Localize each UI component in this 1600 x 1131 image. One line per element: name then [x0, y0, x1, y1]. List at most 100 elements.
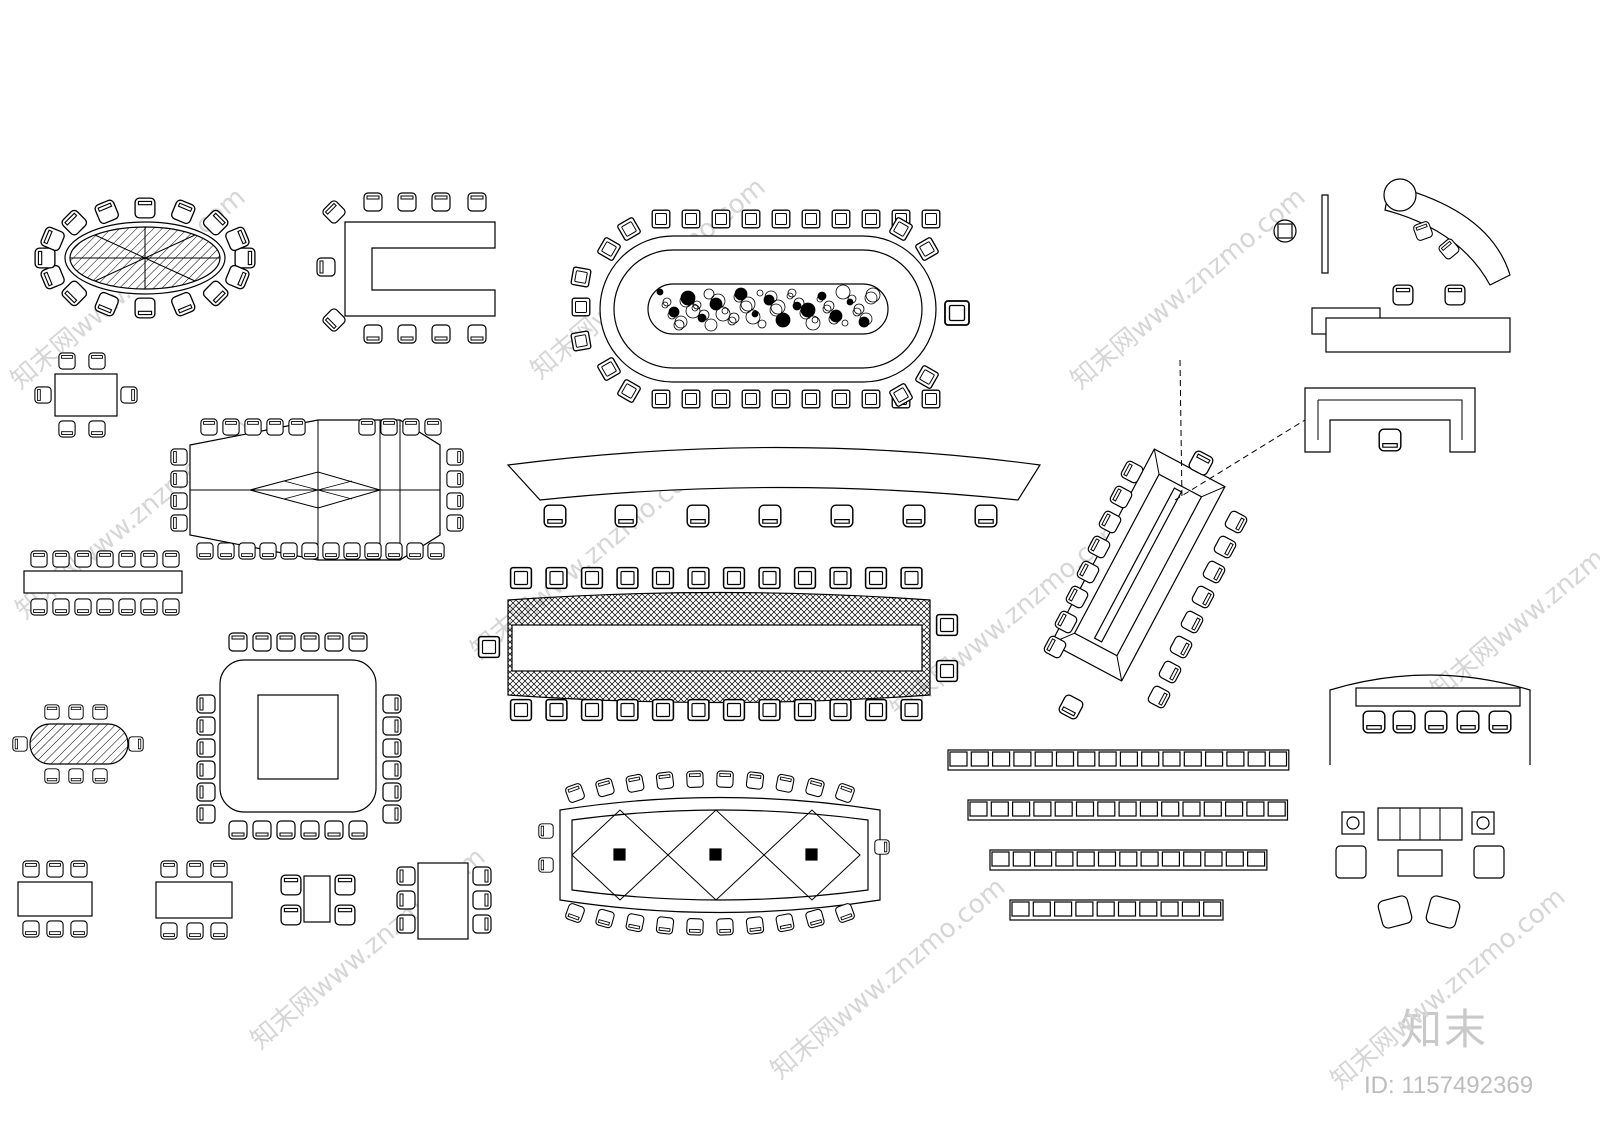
plant-icon	[769, 303, 783, 317]
chair-icon	[616, 698, 639, 722]
chair-icon	[364, 542, 382, 560]
seat-icon	[1096, 901, 1115, 917]
chair-icon	[651, 209, 671, 229]
chair-icon	[596, 356, 622, 382]
plant-icon	[692, 300, 702, 310]
seat-row	[989, 849, 1268, 871]
hexagon-table-set	[189, 419, 441, 561]
plant-icon	[792, 301, 802, 311]
chair-icon	[570, 330, 592, 352]
chair-icon	[616, 378, 642, 404]
chair-icon	[300, 632, 320, 652]
plant-icon	[817, 291, 827, 301]
diamond-table-set	[559, 796, 881, 914]
chair-icon	[431, 324, 451, 344]
chair-icon	[758, 566, 781, 590]
plant-icon	[673, 319, 685, 331]
chair-icon	[196, 694, 216, 714]
seat-icon	[1268, 751, 1288, 767]
seat-icon	[1097, 801, 1116, 817]
chair-icon	[545, 566, 568, 590]
chair-icon	[22, 920, 40, 938]
chair-icon	[596, 236, 622, 262]
chair-icon	[580, 698, 604, 722]
chair-icon	[509, 566, 533, 590]
chair-icon	[358, 418, 376, 436]
chair-icon	[864, 698, 888, 722]
seat-icon	[1119, 851, 1138, 867]
chair-icon	[424, 418, 442, 436]
auditorium-seating	[947, 749, 1290, 921]
chair-icon	[935, 659, 959, 683]
chair-icon	[252, 632, 272, 652]
chair-icon	[406, 542, 424, 560]
chair-icon	[830, 504, 854, 528]
chair-icon	[804, 776, 826, 798]
chair-icon	[745, 915, 765, 935]
chair-icon	[1424, 710, 1448, 734]
chair-icon	[472, 914, 492, 934]
chair-icon	[543, 504, 567, 528]
chair-icon	[745, 771, 765, 791]
chair-icon	[716, 917, 734, 936]
seat-icon	[1246, 851, 1266, 867]
long-hatched-table	[507, 591, 931, 704]
seat-icon	[1077, 751, 1096, 767]
chair-icon	[52, 598, 70, 616]
chair-icon	[686, 917, 704, 936]
seat-icon	[1140, 851, 1159, 867]
chair-icon	[829, 698, 852, 722]
chair-icon	[170, 492, 188, 510]
seat-icon	[1117, 901, 1137, 917]
seat-icon	[1246, 801, 1265, 817]
chair-icon	[382, 716, 402, 736]
chair-icon	[52, 550, 70, 568]
plant-icon	[745, 309, 761, 325]
plant-icon	[805, 315, 821, 331]
chair-icon	[120, 386, 138, 404]
plant-icon	[734, 287, 748, 301]
chair-icon	[34, 386, 52, 404]
chair-icon	[1056, 692, 1086, 722]
chair-icon	[1456, 710, 1480, 734]
plant-icon	[709, 297, 723, 311]
seat-icon	[1053, 901, 1073, 917]
chair-icon	[320, 306, 348, 334]
chair-icon	[771, 209, 791, 229]
plant-icon	[787, 288, 797, 298]
chair-icon	[382, 738, 402, 758]
seat-icon	[1033, 851, 1053, 867]
chair-icon	[252, 820, 272, 840]
chair-icon	[301, 542, 319, 560]
chair-icon	[322, 542, 340, 560]
chair-icon	[758, 698, 781, 722]
chair-icon	[446, 514, 464, 532]
seat-icon	[1118, 801, 1137, 817]
seat-icon	[1183, 751, 1202, 767]
chair-icon	[196, 716, 216, 736]
chair-icon	[716, 770, 734, 789]
chair-icon	[651, 389, 671, 409]
chair-icon	[118, 598, 136, 616]
plant-icon	[751, 310, 759, 318]
chair-icon	[96, 598, 114, 616]
plant-icon	[822, 304, 832, 314]
image-id-label: ID:	[1364, 1072, 1395, 1099]
chair-icon	[829, 566, 852, 590]
small-tables-row	[17, 862, 469, 940]
chair-icon	[382, 782, 402, 802]
chair-icon	[59, 278, 89, 309]
chair-icon	[1201, 559, 1227, 585]
seat-icon	[1182, 801, 1201, 817]
dashed-guide	[1174, 359, 1306, 501]
chair-icon	[70, 860, 88, 878]
plant-icon	[715, 306, 731, 322]
chair-icon	[446, 470, 464, 488]
chair-icon	[228, 632, 248, 652]
seat-icon	[970, 751, 989, 767]
plant-icon	[864, 291, 878, 305]
chair-icon	[651, 698, 675, 722]
chair-icon	[834, 782, 856, 804]
chair-icon	[1190, 584, 1216, 610]
chair-icon	[382, 760, 402, 780]
